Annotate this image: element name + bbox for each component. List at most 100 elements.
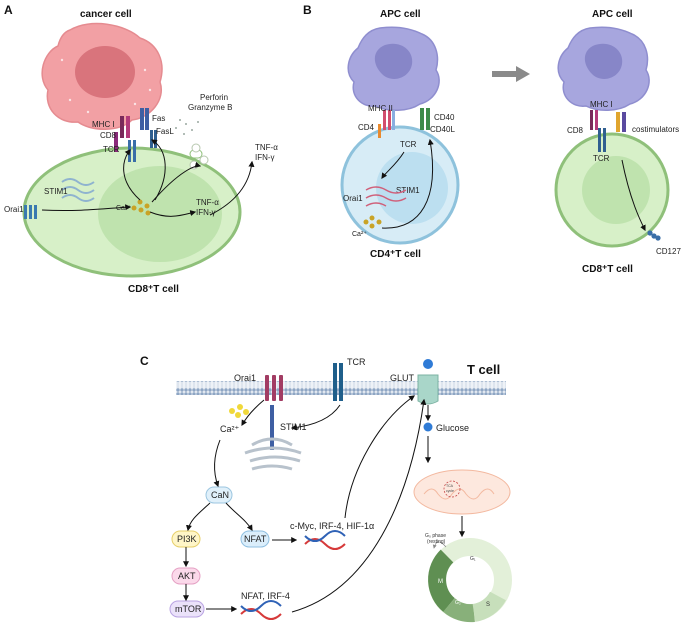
mtor-node: mTOR [169, 600, 205, 618]
mtor-label: mTOR [175, 604, 202, 614]
t-cell-nucleus [98, 166, 222, 262]
cancer-cell [41, 22, 163, 130]
cd127-receptor [647, 230, 661, 241]
pi3k-label: PI3K [177, 534, 197, 544]
can-label: CaN [211, 490, 229, 500]
er-icon [244, 437, 302, 471]
cd8-t-cell-a [22, 146, 242, 278]
cd127-label: CD127 [656, 247, 681, 256]
fas-label: Fas [152, 114, 165, 123]
tcr-label: TCR [103, 145, 120, 154]
cd4-label: CD4 [358, 123, 375, 132]
stim1-c-label: STIM1 [280, 422, 307, 432]
cd8-t-cell-b-label: CD8⁺T cell [582, 264, 633, 275]
dna-icon-2 [240, 600, 282, 620]
apc-cell-right [557, 26, 650, 111]
apc-left-label: APC cell [380, 9, 421, 20]
ca-label: Ca²⁺ [116, 205, 131, 212]
cd8-b-receptors [590, 110, 626, 152]
glut-icon [417, 359, 439, 405]
granule-dots [175, 119, 199, 135]
s-label: S [486, 602, 490, 608]
glucose-inside [423, 422, 433, 432]
calcium-ions [131, 199, 151, 216]
orai1-label: Orai1 [4, 205, 24, 214]
cancer-nucleus [75, 46, 135, 98]
calcium-ions-c [229, 404, 249, 418]
mhc1-label: MHC I [92, 120, 115, 129]
myc-text: c-Myc, IRF-4, HIF-1α [290, 521, 374, 531]
akt-label: AKT [178, 571, 196, 581]
m-arc [428, 549, 456, 612]
stim1-b-label: STIM1 [396, 186, 420, 195]
nfat-irf-text: NFAT, IRF-4 [241, 591, 290, 601]
apc-right-label: APC cell [592, 9, 633, 20]
cancer-cell-label: cancer cell [80, 9, 132, 20]
apc-cell-left [347, 26, 440, 111]
ca-b-label: Ca²⁺ [352, 231, 367, 238]
tcr-b-label: TCR [593, 154, 610, 163]
tnf-out-label-2: IFN-γ [255, 153, 275, 162]
tca-label-2: cycle [446, 489, 454, 493]
tcr-left-label: TCR [400, 140, 417, 149]
tnf-out-label-1: TNF-α [255, 143, 278, 152]
arrows-a [41, 139, 255, 217]
cd8-t-cell-b [554, 132, 670, 248]
g0-label-2: (resting) [427, 539, 446, 545]
orai1-c-label: Orai1 [234, 373, 256, 383]
panel-b-label: B [303, 3, 312, 17]
fasl-label: FasL [156, 127, 174, 136]
cd4-receptors [378, 108, 430, 138]
calcium-ions-b [363, 215, 382, 229]
stim1-er [61, 178, 95, 202]
arrow-cd127 [621, 159, 646, 232]
ca-c-label: Ca²⁺ [220, 424, 240, 434]
glucose-outside [423, 359, 433, 369]
cd4-t-cell [340, 125, 460, 245]
g2-label: G₂ [455, 600, 461, 606]
tcr-c-label: TCR [347, 357, 366, 367]
mitochondrion-icon: TCA cycle [413, 469, 511, 515]
panel-a-label: A [4, 3, 13, 17]
stim1-c [270, 405, 274, 450]
fas-receptor [140, 108, 157, 148]
stim1-label: STIM1 [44, 187, 68, 196]
m-label: M [438, 579, 443, 585]
tnf-in-label-2: IFN-γ [196, 208, 216, 217]
transition-arrow [492, 66, 530, 82]
glut-label: GLUT [390, 373, 415, 383]
cd8-b-label: CD8 [567, 126, 584, 135]
g2-arc [443, 597, 475, 623]
mhc2-label: MHC II [368, 104, 393, 113]
perforin-label: Perforin [200, 93, 228, 102]
t-cell-c-label: T cell [467, 362, 500, 377]
mhc1-b-label: MHC I [590, 100, 613, 109]
g0-label-1: G₀ phase [425, 533, 446, 539]
granzyme-label: Granzyme B [188, 103, 232, 112]
cell-cycle-icon: G₁ S G₂ M [428, 538, 512, 623]
orai1-b-label: Orai1 [343, 194, 363, 203]
er-b-icon [365, 186, 407, 207]
g1-label: G₁ [470, 556, 476, 562]
tnf-in-label-1: TNF-α [196, 198, 219, 207]
orai1-c-channel [265, 375, 283, 401]
tcr-c-receptor [333, 363, 343, 401]
cd8-t-cell-a-label: CD8⁺T cell [128, 284, 179, 295]
glucose-label: Glucose [436, 423, 469, 433]
nfat-node: NFAT [240, 530, 270, 548]
tca-label-1: TCA [446, 484, 454, 488]
cd4-t-cell-label: CD4⁺T cell [370, 249, 421, 260]
arrows-c [183, 395, 465, 613]
orai1-channel [24, 205, 37, 219]
cd8-label: CD8 [100, 131, 117, 140]
arrows-b [381, 138, 434, 229]
nfat-label: NFAT [244, 534, 267, 544]
costimulators-label: costimulators [632, 125, 679, 134]
can-node: CaN [205, 486, 233, 504]
dna-icon [304, 530, 346, 550]
cd40-label: CD40 [434, 113, 455, 122]
cd40l-label: CD40L [430, 125, 455, 134]
akt-node: AKT [171, 567, 201, 585]
panel-c-label: C [140, 354, 149, 368]
